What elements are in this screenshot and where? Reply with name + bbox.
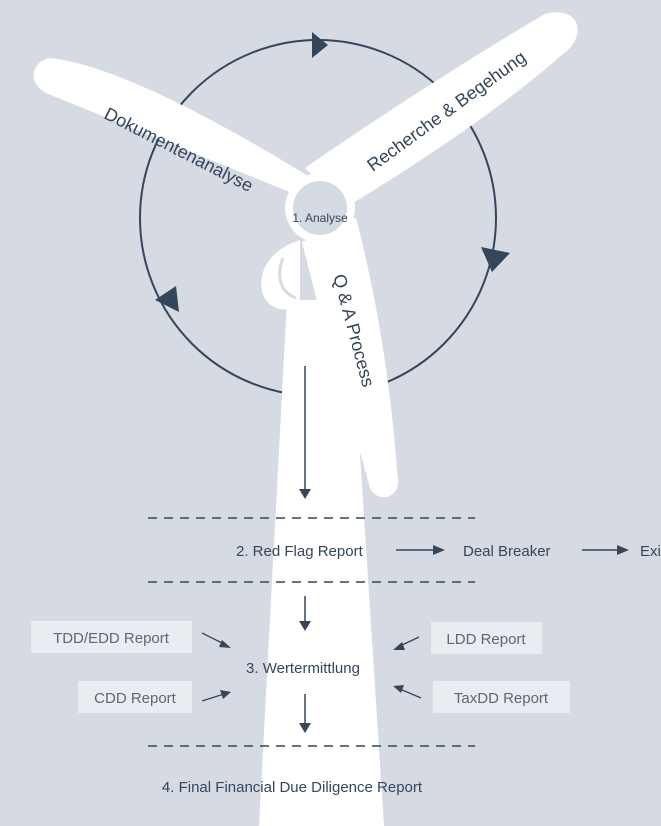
- report-tdd-edd-label: TDD/EDD Report: [53, 630, 170, 647]
- cycle-arrow-right: [481, 247, 510, 272]
- final-report-label: 4. Final Financial Due Diligence Report: [162, 779, 423, 796]
- center-label: 1. Analyse: [292, 211, 348, 225]
- report-tag-taxdd: [433, 681, 570, 713]
- report-tag-ldd: [431, 622, 542, 654]
- blade-qa-process: [302, 218, 399, 498]
- cycle-arrow-left: [155, 286, 179, 312]
- flow-arrow-1-head: [299, 489, 311, 499]
- report-tag-tdd-edd: [31, 621, 192, 653]
- arrow-from-taxdd-head: [393, 685, 404, 693]
- arrow-to-deal-breaker-head: [433, 545, 445, 555]
- report-taxdd-label: TaxDD Report: [454, 690, 549, 707]
- hub-gap: [278, 257, 297, 300]
- cycle-arrow-top: [312, 32, 328, 58]
- arrow-from-ldd-head: [393, 642, 405, 650]
- report-ldd-label: LDD Report: [446, 631, 526, 648]
- arrow-from-cdd-head: [220, 690, 231, 699]
- flow-arrow-3-head: [299, 723, 311, 733]
- turbine-tower: [259, 300, 384, 826]
- arrow-to-exit-head: [617, 545, 629, 555]
- arrow-from-tdd-head: [219, 640, 231, 648]
- red-flag-label: 2. Red Flag Report: [236, 543, 364, 560]
- blade-dokumentenanalyse: [33, 58, 318, 193]
- report-cdd-label: CDD Report: [94, 690, 177, 707]
- exit-label: Exi: [640, 543, 661, 560]
- arrow-from-cdd: [201, 693, 225, 702]
- flow-arrow-2-head: [299, 621, 311, 631]
- blade-recherche: [305, 12, 578, 208]
- arrow-from-tdd: [201, 632, 225, 645]
- arrow-from-taxdd: [399, 688, 422, 699]
- arrow-from-ldd: [399, 636, 420, 647]
- report-tag-cdd: [78, 681, 192, 713]
- turbine-hub-inner: [293, 181, 347, 235]
- deal-breaker-label: Deal Breaker: [463, 543, 551, 560]
- valuation-label: 3. Wertermittlung: [246, 660, 360, 677]
